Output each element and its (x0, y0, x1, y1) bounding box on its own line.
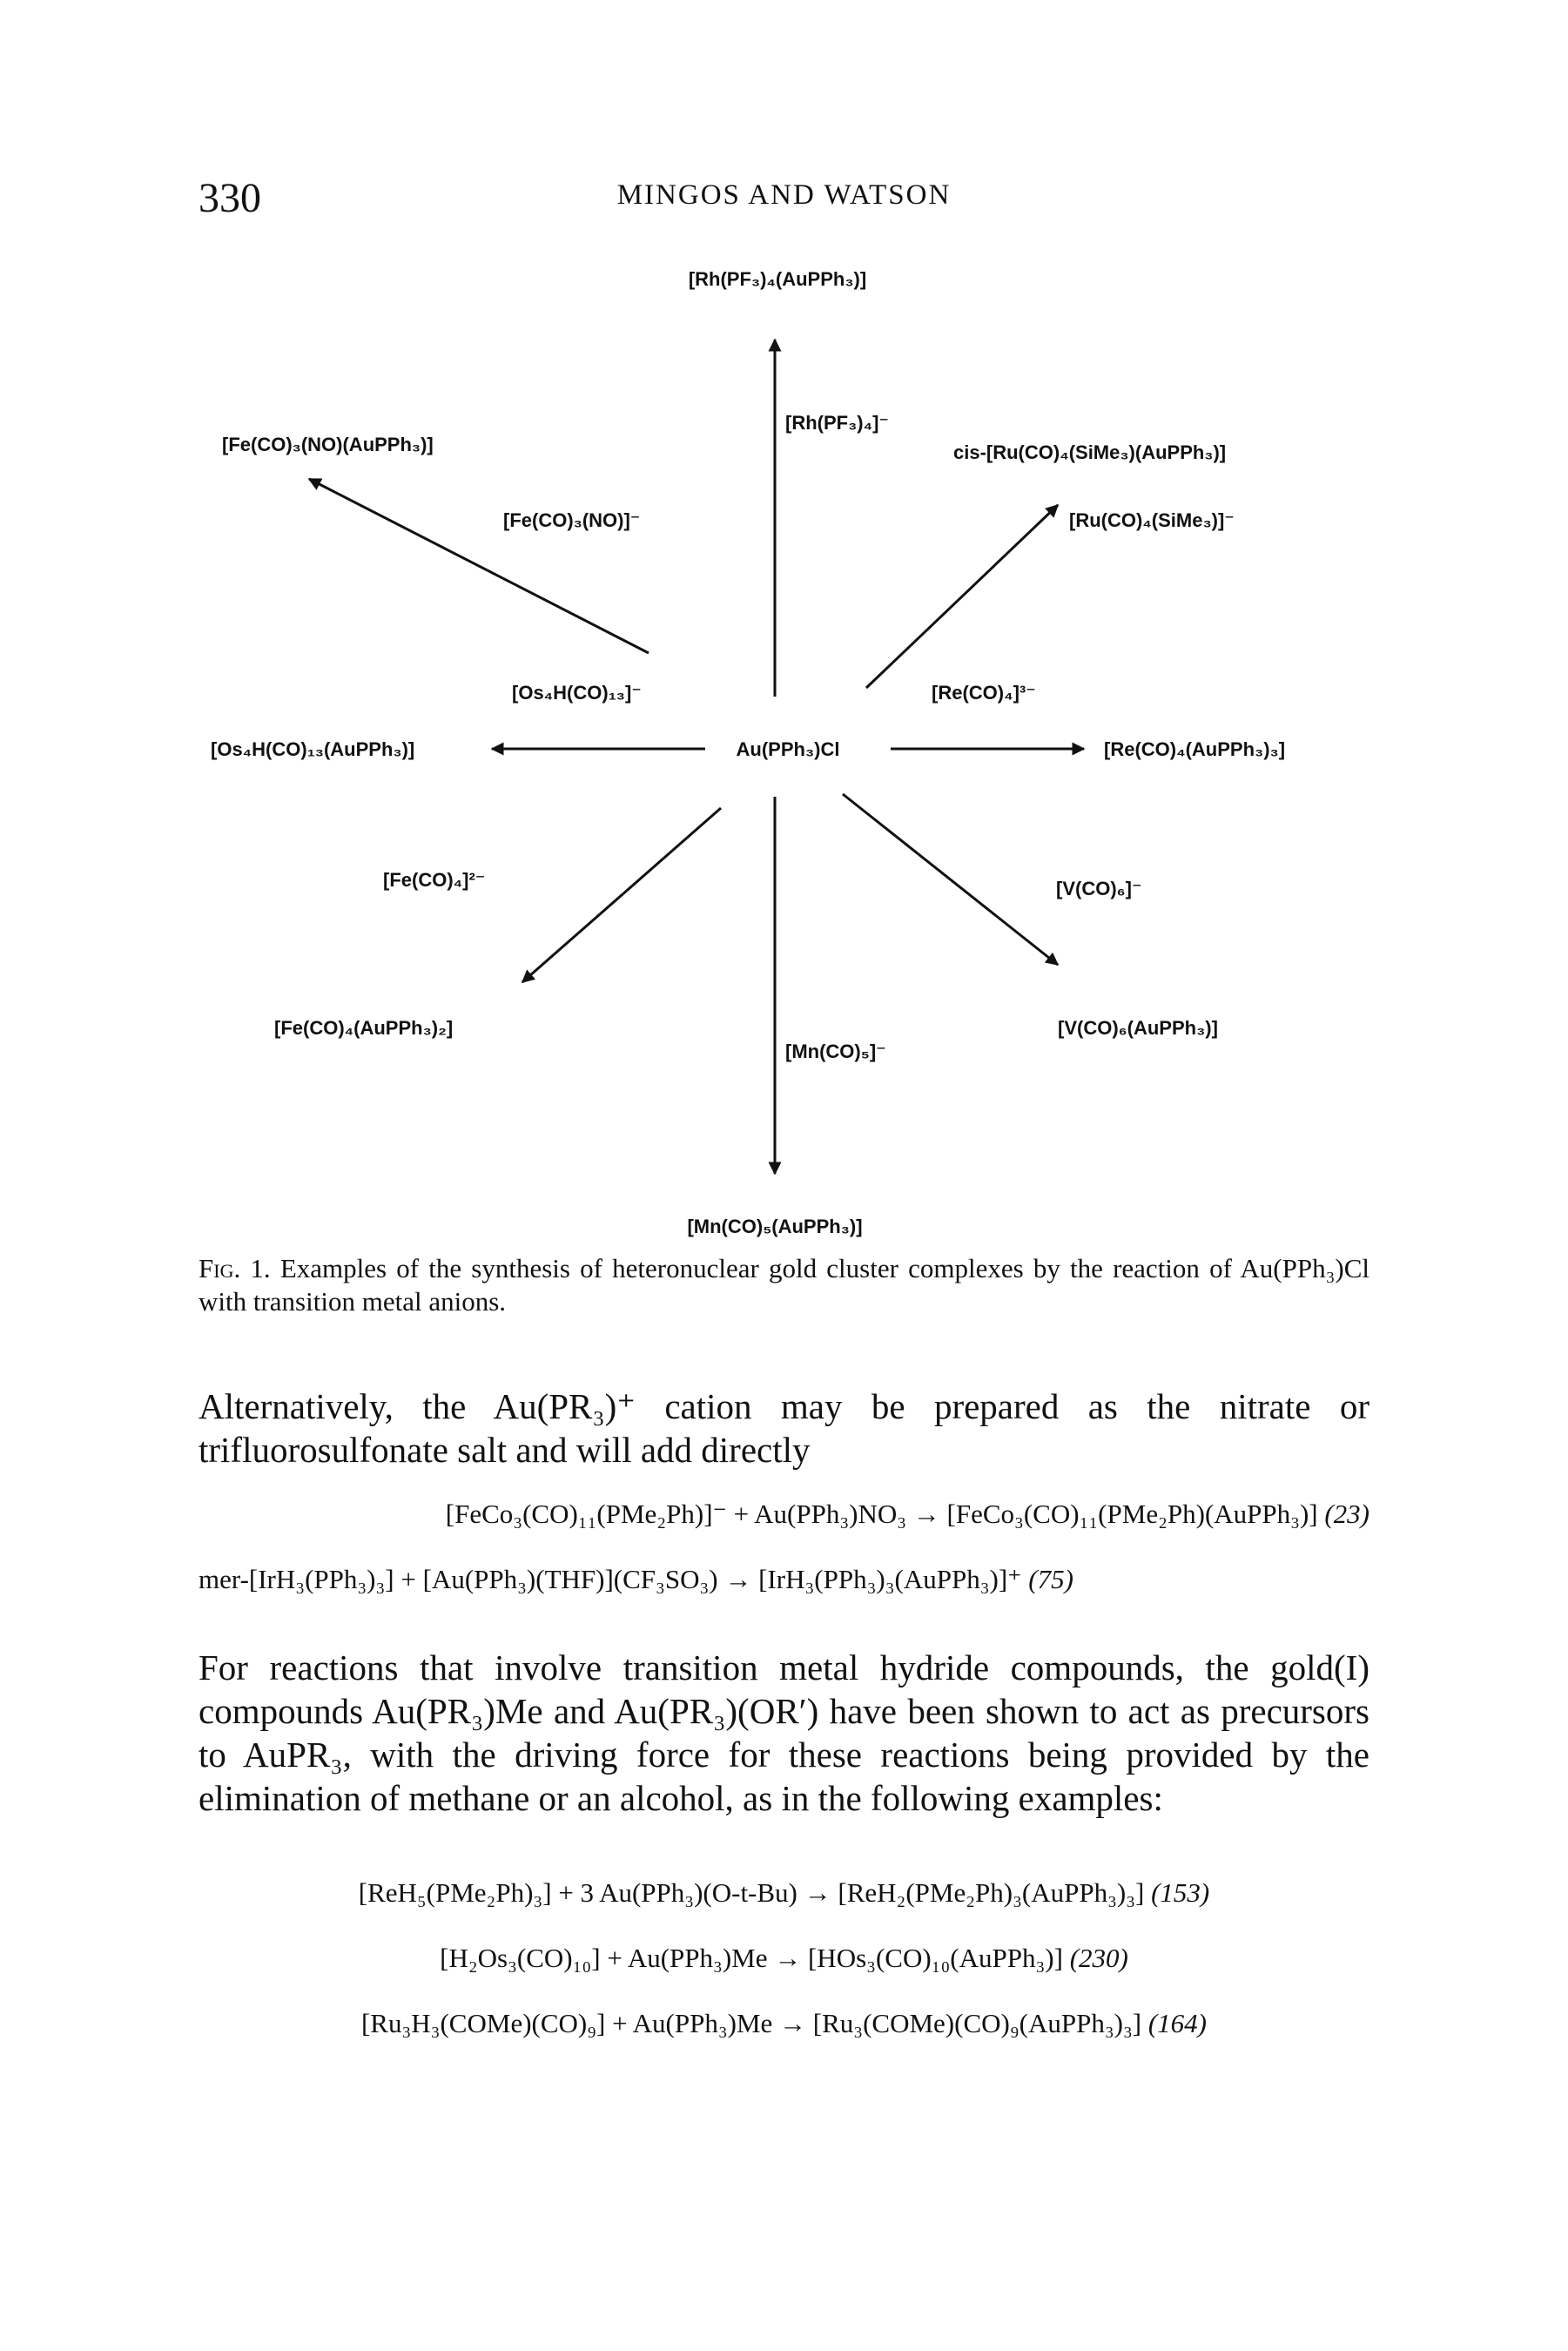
figure-caption-label: Fig. 1. (199, 1253, 271, 1283)
reaction-scheme-figure: Au(PPh₃)Cl [Rh(PF₃)₄(AuPPh₃)] [Rh(PF₃)₄]… (211, 268, 1285, 1237)
running-head: MINGOS AND WATSON (616, 179, 952, 211)
top-left-reagent-label: [Fe(CO)₃(NO)]⁻ (503, 509, 640, 531)
bottom-left-product-label: [Fe(CO)₄(AuPPh₃)₂] (274, 1017, 453, 1039)
bottom-left-reagent-label: [Fe(CO)₄]²⁻ (383, 869, 485, 891)
bottom-right-product-label: [V(CO)₆(AuPPh₃)] (1058, 1017, 1218, 1039)
equation-4-ref: (230) (1069, 1943, 1128, 1973)
equation-3-ref: (153) (1151, 1877, 1210, 1908)
equation-1-text: [FeCo₃(CO)₁₁(PMe₂Ph)]⁻ + Au(PPh₃)NO₃ → [… (445, 1499, 1318, 1529)
arrow-up-right (865, 503, 1060, 690)
equation-3-text: [ReH₅(PMe₂Ph)₃] + 3 Au(PPh₃)(O-t-Bu) → [… (358, 1877, 1145, 1908)
equation-5-ref: (164) (1147, 2008, 1207, 2038)
equation-1: [FeCo₃(CO)₁₁(PMe₂Ph)]⁻ + Au(PPh₃)NO₃ → [… (199, 1498, 1369, 1531)
equation-1-ref: (23) (1324, 1499, 1369, 1529)
right-reagent-label: [Re(CO)₄]³⁻ (932, 682, 1036, 704)
top-right-product-label: cis-[Ru(CO)₄(SiMe₃)(AuPPh₃)] (953, 441, 1226, 463)
equation-2: mer-[IrH₃(PPh₃)₃] + [Au(PPh₃)(THF)](CF₃S… (199, 1563, 1369, 1596)
figure-caption: Fig. 1. Examples of the synthesis of het… (199, 1252, 1369, 1318)
arrow-down-right (842, 792, 1060, 967)
left-product-label: [Os₄H(CO)₁₃(AuPPh₃)] (211, 738, 414, 760)
equation-5-text: [Ru₃H₃(COMe)(CO)₉] + Au(PPh₃)Me → [Ru₃(C… (360, 2008, 1142, 2038)
bottom-reagent-label: [Mn(CO)₅]⁻ (785, 1041, 886, 1062)
equation-4-text: [H₂Os₃(CO)₁₀] + Au(PPh₃)Me → [HOs₃(CO)₁₀… (440, 1943, 1063, 1973)
paragraph-2: For reactions that involve transition me… (199, 1647, 1369, 1818)
page-number: 330 (199, 175, 261, 221)
equation-4: [H₂Os₃(CO)₁₀] + Au(PPh₃)Me → [HOs₃(CO)₁₀… (0, 1942, 1568, 1975)
paragraph-1: Alternatively, the Au(PR₃)⁺ cation may b… (199, 1386, 1369, 1470)
bottom-right-reagent-label: [V(CO)₆]⁻ (1056, 878, 1142, 899)
center-label: Au(PPh₃)Cl (737, 738, 840, 760)
equation-3: [ReH₅(PMe₂Ph)₃] + 3 Au(PPh₃)(O-t-Bu) → [… (0, 1876, 1568, 1910)
figure-caption-text: Examples of the synthesis of heteronucle… (199, 1253, 1370, 1317)
equation-2-text: mer-[IrH₃(PPh₃)₃] + [Au(PPh₃)(THF)](CF₃S… (199, 1564, 1022, 1594)
left-reagent-label: [Os₄H(CO)₁₃]⁻ (512, 682, 642, 704)
right-product-label: [Re(CO)₄(AuPPh₃)₃] (1104, 738, 1285, 760)
top-reagent-label: [Rh(PF₃)₄]⁻ (785, 412, 889, 434)
top-left-product-label: [Fe(CO)₃(NO)(AuPPh₃)] (222, 434, 434, 455)
top-right-reagent-label: [Ru(CO)₄(SiMe₃)]⁻ (1069, 509, 1235, 531)
arrow-down-left (521, 806, 722, 984)
arrow-up-left (307, 477, 649, 655)
equation-2-ref: (75) (1028, 1564, 1073, 1594)
equation-5: [Ru₃H₃(COMe)(CO)₉] + Au(PPh₃)Me → [Ru₃(C… (0, 2007, 1568, 2040)
top-product-label: [Rh(PF₃)₄(AuPPh₃)] (689, 268, 866, 290)
bottom-product-label: [Mn(CO)₅(AuPPh₃)] (687, 1216, 862, 1237)
